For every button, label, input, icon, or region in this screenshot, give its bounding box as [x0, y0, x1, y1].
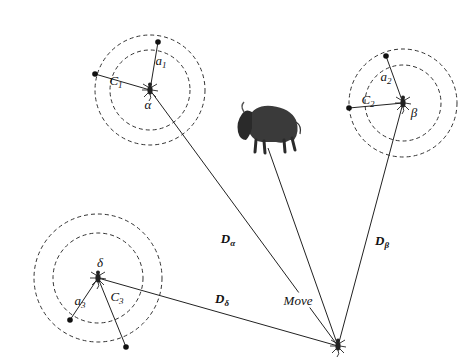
agent-label: α [143, 97, 154, 112]
parameter-label: a3 [73, 293, 88, 308]
parameter-label: a2 [379, 69, 394, 84]
agent-label: β [409, 105, 419, 120]
distance-lines [98, 90, 403, 346]
move-label: Move [282, 293, 315, 308]
radius-lines [70, 42, 403, 347]
buffalo-picture [238, 102, 301, 153]
parameter-label: a1 [154, 53, 169, 68]
parameter-label: C1 [107, 73, 124, 88]
distance-label: Dα [219, 231, 237, 246]
parameter-label: C3 [108, 289, 125, 304]
distance-label: Dβ [373, 233, 391, 248]
agent-icon [330, 339, 346, 358]
agent-label: δ [95, 255, 105, 270]
agent-icon [90, 271, 106, 290]
range-rings [34, 35, 457, 342]
parameter-label: C2 [359, 92, 376, 107]
agent-icon [395, 96, 411, 115]
end-dots [67, 39, 389, 350]
distance-label: Dδ [213, 291, 231, 306]
